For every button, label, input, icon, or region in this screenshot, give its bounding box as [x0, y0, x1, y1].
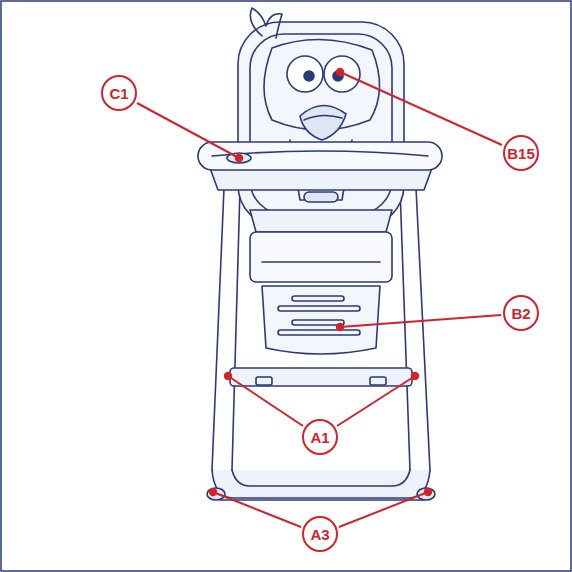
callout-number: A3 — [302, 516, 338, 552]
chair-drawing — [198, 8, 442, 500]
callout-number: B2 — [503, 295, 539, 331]
callout-number: A1 — [302, 419, 338, 455]
callout-number: C1 — [101, 75, 137, 111]
callout-number: B15 — [503, 135, 539, 171]
leader-lines — [137, 69, 502, 527]
